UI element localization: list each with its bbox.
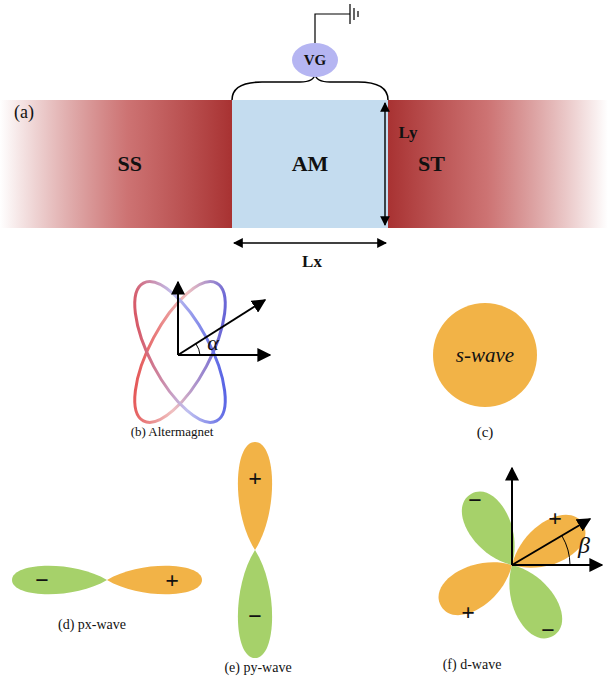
- altermagnet-lobe: [117, 269, 243, 435]
- altermagnet-lobe: [117, 269, 243, 435]
- am-box: AM: [232, 100, 388, 228]
- dimension-label: Lx: [302, 252, 322, 272]
- panel-caption: (e) py-wave: [224, 660, 291, 676]
- sign-label: +: [461, 599, 475, 626]
- dimension-label: Ly: [399, 123, 418, 143]
- panel-caption: (b) Altermagnet: [131, 424, 214, 440]
- ground-symbol: [350, 4, 358, 24]
- orbital-lobe: [238, 550, 272, 658]
- st-band: [388, 100, 608, 228]
- sign-label: +: [248, 465, 262, 492]
- panel-caption: (d) px-wave: [58, 617, 126, 633]
- node-label: s-wave: [456, 343, 514, 368]
- panel-label: (c): [477, 424, 494, 441]
- orbital-lobe: [107, 566, 202, 595]
- panel-caption: (f) d-wave: [443, 657, 502, 673]
- node-label: AM: [292, 151, 329, 177]
- angle-arrow: [178, 300, 265, 355]
- brace: [232, 74, 388, 100]
- sign-label: +: [165, 567, 179, 594]
- axis: [511, 468, 513, 565]
- orbital-lobe: [12, 566, 107, 595]
- node-label: ST: [418, 151, 445, 177]
- orbital-lobe: [493, 554, 571, 646]
- ground-wire: [315, 14, 350, 43]
- node-label: VG: [304, 52, 327, 69]
- angle-arc: [562, 536, 570, 565]
- sign-label: −: [35, 567, 49, 594]
- s-wave-circle: s-wave: [433, 303, 537, 407]
- sign-label: −: [468, 487, 482, 514]
- sign-label: +: [548, 505, 562, 532]
- sign-label: −: [541, 617, 555, 644]
- gate-voltage: VG: [292, 43, 338, 77]
- node-label: SS: [118, 151, 142, 177]
- axis: [177, 282, 179, 355]
- axis: [178, 354, 270, 356]
- angle-label: β: [578, 532, 590, 559]
- ss-band: SS: [0, 100, 232, 228]
- axis: [512, 564, 602, 566]
- am-box: [232, 100, 388, 228]
- orbital-lobe: [238, 442, 272, 550]
- sign-label: −: [248, 603, 262, 630]
- panel-label: (a): [14, 102, 34, 123]
- st-band: ST: [388, 100, 608, 228]
- ss-band: [0, 100, 232, 228]
- angle-label: α: [207, 330, 219, 356]
- lx-arrow: [234, 242, 386, 243]
- angle-arc: [196, 344, 200, 355]
- ly-arrow: [384, 103, 385, 225]
